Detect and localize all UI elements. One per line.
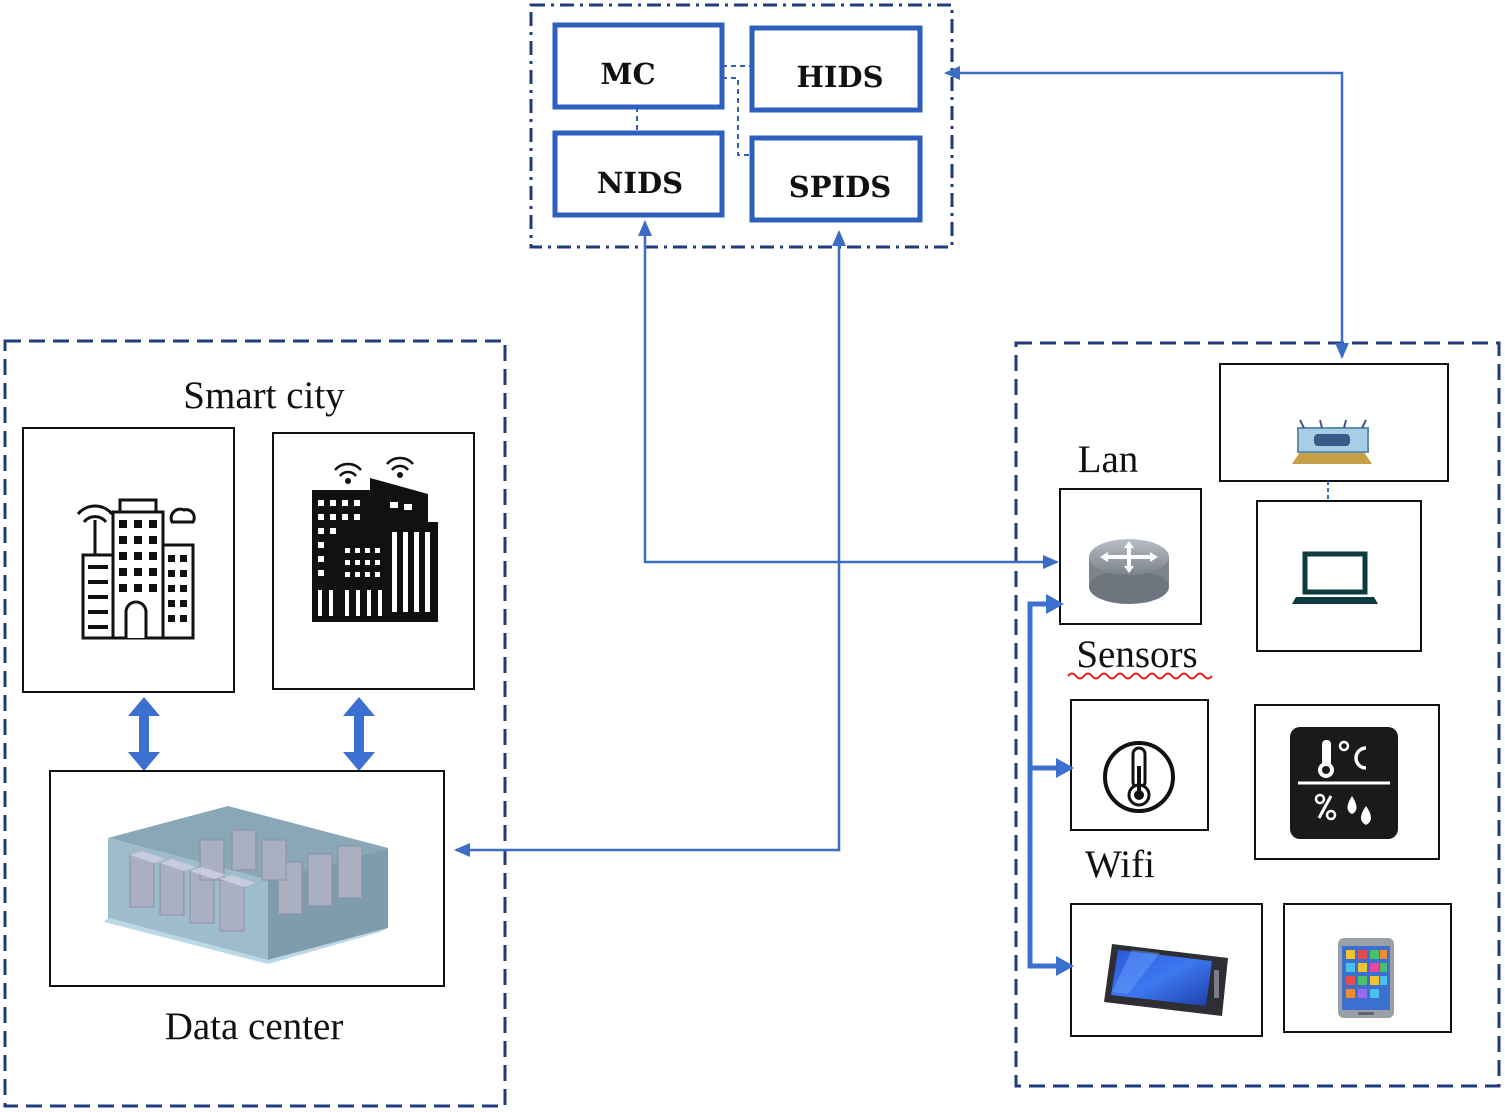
- lan-label: Lan: [1078, 438, 1139, 481]
- server-room-icon: [104, 806, 388, 964]
- sensor-bus-arrowheads: [1046, 594, 1074, 976]
- building-datacenter-link-2: [343, 697, 375, 771]
- wifi-label: Wifi: [1085, 843, 1155, 886]
- data-center-label: Data center: [165, 1005, 344, 1048]
- building-datacenter-link-1: [128, 697, 160, 771]
- smart-city-frame: [3, 339, 507, 1108]
- hids-network-link: [944, 66, 1349, 359]
- spellcheck-underline: [1067, 672, 1213, 680]
- hids-label: HIDS: [796, 60, 883, 94]
- nids-label: NIDS: [597, 166, 683, 200]
- connections: [454, 66, 1349, 857]
- city-skyline-icon: [312, 456, 438, 622]
- temperature-humidity-sensor-icon: [1290, 727, 1398, 839]
- tablet-card[interactable]: [1070, 903, 1263, 1037]
- data-center-card[interactable]: Data center: [49, 770, 445, 1048]
- temp-humidity-sensor-card[interactable]: [1254, 704, 1440, 860]
- network-router-icon: [1089, 539, 1169, 604]
- laptop-card[interactable]: [1256, 500, 1422, 652]
- sensor-bus: [1027, 601, 1058, 969]
- nids-box[interactable]: NIDS: [552, 130, 725, 218]
- spids-label: SPIDS: [789, 170, 891, 204]
- smart-city-group: Smart city: [3, 339, 507, 1108]
- sensors-label: Sensors: [1076, 633, 1197, 676]
- smartphone-card[interactable]: [1283, 903, 1452, 1033]
- city-skyline-card[interactable]: [272, 432, 475, 690]
- tablet-icon: [1104, 944, 1228, 1016]
- smart-city-title: Smart city: [183, 374, 345, 417]
- thermometer-sensor-card[interactable]: [1070, 699, 1209, 831]
- nids-lan-link: [638, 220, 1059, 569]
- mc-spids-connector: [722, 77, 752, 156]
- network-router-card[interactable]: [1059, 488, 1202, 625]
- spids-box[interactable]: SPIDS: [749, 135, 923, 223]
- smart-building-windows: [88, 520, 187, 629]
- hids-box[interactable]: HIDS: [749, 25, 923, 113]
- wireless-router-card[interactable]: [1219, 363, 1449, 482]
- spids-datacenter-link: [454, 230, 846, 857]
- mc-box[interactable]: MC: [552, 22, 725, 110]
- ids-cluster: MC HIDS NIDS SPIDS: [529, 3, 954, 249]
- wireless-router-icon: [1292, 419, 1372, 464]
- smart-building-card[interactable]: [22, 427, 235, 693]
- smartphone-icon: [1338, 938, 1394, 1018]
- network-group: Lan: [1014, 341, 1501, 1088]
- mc-label: MC: [600, 57, 655, 91]
- thermometer-sensor-icon: [1103, 741, 1175, 813]
- laptop-icon: [1292, 551, 1378, 604]
